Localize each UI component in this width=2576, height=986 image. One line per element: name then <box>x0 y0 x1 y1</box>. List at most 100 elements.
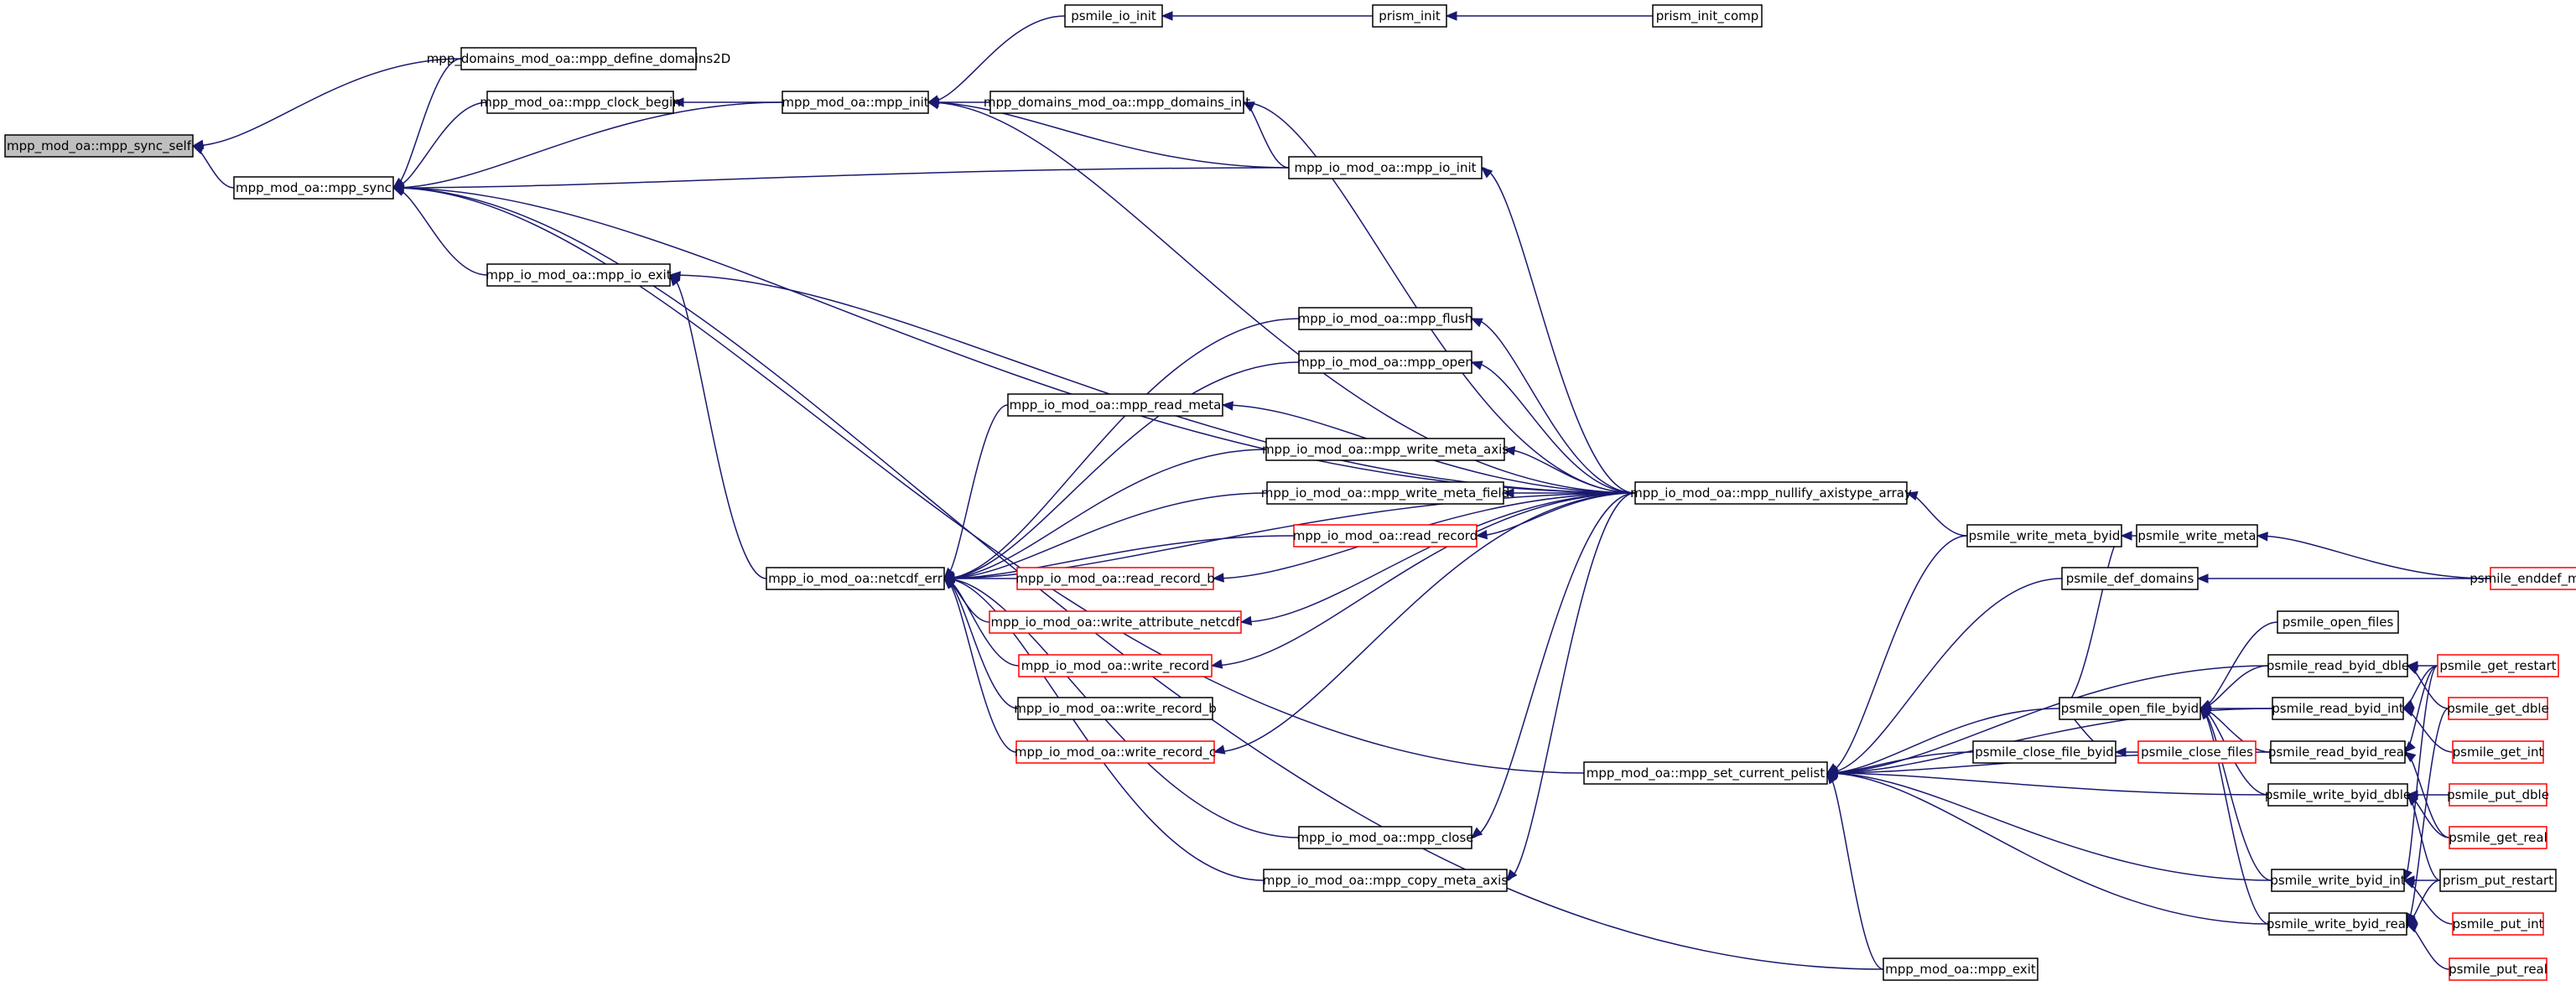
node-label: mpp_io_mod_oa::read_record <box>1293 528 1478 544</box>
graph-node[interactable]: psmile_io_init <box>1064 4 1163 28</box>
graph-node[interactable]: psmile_write_byid_dble <box>2265 783 2411 807</box>
graph-node[interactable]: psmile_put_dble <box>2447 783 2549 807</box>
node-label: psmile_def_domains <box>2066 571 2194 587</box>
node-box <box>2059 697 2201 720</box>
edge-line <box>392 187 1636 494</box>
graph-node[interactable]: prism_init <box>1372 4 1447 28</box>
graph-node[interactable]: psmile_close_files <box>2137 740 2257 764</box>
graph-node[interactable]: mpp_io_mod_oa::mpp_nullify_axistype_arra… <box>1630 481 1912 505</box>
graph-node[interactable]: psmile_get_restart <box>2437 654 2559 677</box>
graph-node[interactable]: psmile_put_int <box>2452 912 2544 936</box>
arrowhead-icon <box>2403 751 2417 763</box>
call-edge-psmile-get-int <box>2402 707 2454 753</box>
graph-node[interactable]: prism_init_comp <box>1652 4 1763 28</box>
graph-node[interactable]: psmile_close_file_byid <box>1972 740 2116 764</box>
node-label: mpp_mod_oa::mpp_sync <box>236 180 392 196</box>
call-edge-psmile-enddef-metadata <box>2256 532 2491 579</box>
graph-node[interactable]: mpp_io_mod_oa::write_record_c <box>1015 740 1216 764</box>
graph-node[interactable]: mpp_domains_mod_oa::mpp_define_domains2D <box>427 47 731 70</box>
graph-node[interactable]: mpp_io_mod_oa::mpp_close <box>1296 826 1474 849</box>
graph-node[interactable]: psmile_get_int <box>2452 740 2544 764</box>
call-edge-psmile-enddef-metadata <box>2196 573 2490 584</box>
graph-node[interactable]: mpp_mod_oa::mpp_exit <box>1883 957 2038 981</box>
node-label: psmile_close_files <box>2141 745 2253 760</box>
node-label: psmile_put_int <box>2453 916 2544 932</box>
edge-line <box>943 492 1268 579</box>
node-box <box>1018 654 1213 677</box>
graph-node[interactable]: mpp_io_mod_oa::mpp_io_init <box>1288 156 1483 179</box>
graph-node[interactable]: mpp_io_mod_oa::mpp_write_meta_axis <box>1262 438 1509 461</box>
node-box <box>1883 957 2038 981</box>
graph-node[interactable]: psmile_read_byid_int <box>2272 697 2404 720</box>
edge-line <box>1826 665 2269 774</box>
graph-node[interactable]: psmile_read_byid_real <box>2268 740 2407 764</box>
graph-node[interactable]: psmile_write_meta_byid <box>1966 524 2122 547</box>
graph-node[interactable]: psmile_open_file_byid <box>2059 697 2201 720</box>
graph-node[interactable]: psmile_read_byid_dble <box>2267 654 2409 677</box>
node-box <box>1288 156 1483 179</box>
node-box <box>2448 697 2548 720</box>
graph-node[interactable]: mpp_io_mod_oa::netcdf_err <box>766 567 945 590</box>
graph-node[interactable]: psmile_write_meta <box>2136 524 2258 547</box>
graph-node[interactable]: psmile_enddef_metadata <box>2470 567 2576 590</box>
node-box <box>2268 912 2407 936</box>
node-box <box>2449 783 2547 807</box>
node-label: mpp_io_mod_oa::mpp_io_init <box>1294 160 1476 176</box>
graph-node[interactable]: mpp_mod_oa::mpp_init <box>782 91 929 114</box>
graph-node[interactable]: mpp_io_mod_oa::mpp_open <box>1297 350 1473 374</box>
graph-node[interactable]: psmile_get_real <box>2449 826 2547 849</box>
node-label: mpp_mod_oa::mpp_sync_self <box>7 138 192 154</box>
call-edge-mpp-io-mod-oa-mpp-io-init <box>392 167 1290 193</box>
call-edge-mpp-io-mod-oa-mpp-io-init <box>1242 101 1290 169</box>
call-edge-psmile-open-file-byid <box>2059 535 2122 709</box>
node-label: psmile_close_file_byid <box>1975 745 2114 760</box>
graph-node[interactable]: mpp_mod_oa::mpp_clock_begin <box>480 91 681 114</box>
graph-node[interactable]: psmile_write_byid_int <box>2270 869 2406 892</box>
graph-node[interactable]: prism_put_restart <box>2439 869 2557 892</box>
node-label: mpp_io_mod_oa::mpp_nullify_axistype_arra… <box>1630 485 1912 501</box>
graph-node[interactable]: psmile_get_dble <box>2447 697 2549 720</box>
edge-line <box>943 318 1300 579</box>
node-label: psmile_read_byid_int <box>2272 701 2404 717</box>
graph-node[interactable]: mpp_io_mod_oa::mpp_read_meta <box>1007 393 1223 417</box>
graph-node[interactable]: psmile_def_domains <box>2061 567 2199 590</box>
edge-line <box>1213 492 1636 753</box>
arrowhead-icon <box>1481 167 1493 179</box>
graph-node[interactable]: mpp_mod_oa::mpp_sync <box>233 176 394 200</box>
arrowhead-icon <box>1905 490 1919 501</box>
graph-node[interactable]: mpp_mod_oa::mpp_sync_self <box>4 134 194 158</box>
node-box <box>2449 957 2547 981</box>
graph-node[interactable]: psmile_write_byid_real <box>2267 912 2409 936</box>
call-edge-prism-init <box>1161 11 1373 21</box>
call-edge-psmile-write-meta <box>2120 531 2137 541</box>
call-edge-mpp-io-mod-oa-mpp-flush <box>943 318 1300 581</box>
graph-node[interactable]: mpp_io_mod_oa::mpp_write_meta_field <box>1261 481 1509 505</box>
graph-node[interactable]: mpp_io_mod_oa::write_attribute_netcdf <box>989 610 1242 634</box>
node-box <box>2271 869 2405 892</box>
graph-node[interactable]: mpp_io_mod_oa::read_record <box>1293 524 1478 547</box>
call-edge-mpp-io-mod-oa-mpp-nullify-axistype-array <box>927 100 1636 494</box>
node-box <box>766 567 945 590</box>
graph-node[interactable]: mpp_io_mod_oa::mpp_io_exit <box>486 263 672 287</box>
node-label: psmile_get_real <box>2449 830 2547 846</box>
graph-node[interactable]: mpp_io_mod_oa::mpp_copy_meta_axis <box>1263 869 1508 892</box>
edge-line <box>927 101 1636 494</box>
graph-node[interactable]: mpp_mod_oa::mpp_set_current_pelist <box>1583 761 1828 785</box>
graph-node[interactable]: mpp_io_mod_oa::write_record_b <box>1014 697 1217 720</box>
graph-node[interactable]: psmile_put_real <box>2449 957 2547 981</box>
graph-node[interactable]: mpp_io_mod_oa::read_record_b <box>1015 567 1215 590</box>
graph-node[interactable]: mpp_domains_mod_oa::mpp_domains_init <box>984 91 1250 114</box>
edge-line <box>2257 535 2491 579</box>
arrowhead-icon <box>2402 707 2415 717</box>
arrowhead-icon <box>1470 361 1483 371</box>
graph-node[interactable]: mpp_io_mod_oa::mpp_flush <box>1298 307 1473 330</box>
arrowhead-icon <box>1503 445 1516 456</box>
node-label: mpp_io_mod_oa::write_attribute_netcdf <box>990 615 1240 631</box>
graph-node[interactable]: mpp_io_mod_oa::write_record <box>1018 654 1213 677</box>
node-label: mpp_domains_mod_oa::mpp_domains_init <box>984 95 1250 111</box>
arrowhead-icon <box>2402 879 2416 889</box>
graph-node[interactable]: psmile_open_files <box>2277 610 2399 634</box>
arrowhead-icon <box>2404 740 2416 753</box>
node-label: prism_init <box>1379 8 1441 24</box>
